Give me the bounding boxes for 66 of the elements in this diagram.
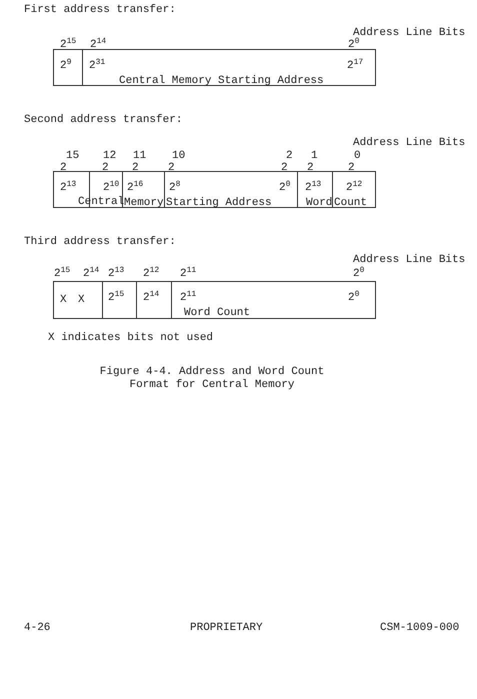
field-value: 2$^{0}$ [348,292,360,304]
register-field [136,281,172,319]
document-number: CSM-1009-000 [380,622,460,634]
section-heading: Second address transfer: [24,114,182,126]
axis-title: Address Line Bits [353,137,466,149]
bit-number: 2$^{15}$ [60,39,76,51]
register-field [53,49,83,86]
exponent-digit: 2 [286,150,293,162]
section-heading: Third address transfer: [24,236,176,248]
bit-number: 2$^{13}$ [108,268,124,280]
exponent-digit: 0 [354,150,361,162]
field-value: 2$^{13}$ [60,182,76,194]
exponent-digit: 12 [103,150,116,162]
unused-bit-mark: X [60,294,67,306]
unused-bit-mark: X [78,294,85,306]
field-value: 2$^{10}$ [103,182,120,194]
field-name: Starting Address [166,197,272,209]
register-field [171,281,376,319]
field-name: Word Count [184,307,250,319]
bit-number: 2$^{14}$ [83,268,100,280]
field-value: 2$^{11}$ [180,292,196,304]
exponent-digit: 15 [66,150,80,162]
exponent-digit: 10 [172,150,186,162]
bit-number: 2$^{15}$ [54,268,70,280]
page-number: 4-26 [24,622,50,634]
bit-number: 2$^{0}$ [353,268,364,280]
register-field [297,171,333,208]
bit-number: 2$^{14}$ [90,39,106,51]
field-name: Memory [124,197,164,209]
register-field [53,281,103,319]
base-digit: 2 [132,162,139,174]
axis-title: Address Line Bits [353,254,466,266]
field-value: 2$^{0}$ [279,182,290,194]
bit-number: 2$^{11}$ [180,268,196,280]
field-value: 2$^{8}$ [169,182,180,194]
field-name: Central Memory Starting Address [119,75,324,87]
field-value: 2$^{14}$ [143,292,160,304]
bit-number: 2$^{0}$ [348,39,360,51]
base-digit: 2 [307,162,314,174]
register-field [164,171,298,208]
field-value: 2$^{31}$ [89,60,106,72]
exponent-digit: 11 [133,150,146,162]
field-value: 2$^{16}$ [127,182,144,194]
figure-caption: Figure 4-4. Address and Word Count Format for Central Memory [98,366,326,392]
base-digit: 2 [60,162,67,174]
base-digit: 2 [168,162,175,174]
exponent-digit: 1 [311,150,318,162]
base-digit: 2 [348,162,355,174]
field-value: 2$^{13}$ [305,182,322,194]
register-field [332,171,376,208]
field-name: Word [306,197,332,209]
footer-text: PROPRIETARY [190,622,263,634]
field-value: 2$^{17}$ [347,60,364,72]
register-field [102,281,137,319]
bit-number: 2$^{12}$ [143,268,160,280]
base-digit: 2 [281,162,288,174]
axis-title: Address Line Bits [353,27,466,39]
section-heading: First address transfer: [24,4,176,16]
register-field [122,171,165,208]
field-value: 2$^{12}$ [346,182,362,194]
note-text: X indicates bits not used [48,332,214,344]
field-value: 2$^{9}$ [60,60,72,72]
register-field [82,49,376,86]
base-digit: 2 [102,162,109,174]
field-value: 2$^{15}$ [108,292,124,304]
field-name: Count [334,197,368,209]
